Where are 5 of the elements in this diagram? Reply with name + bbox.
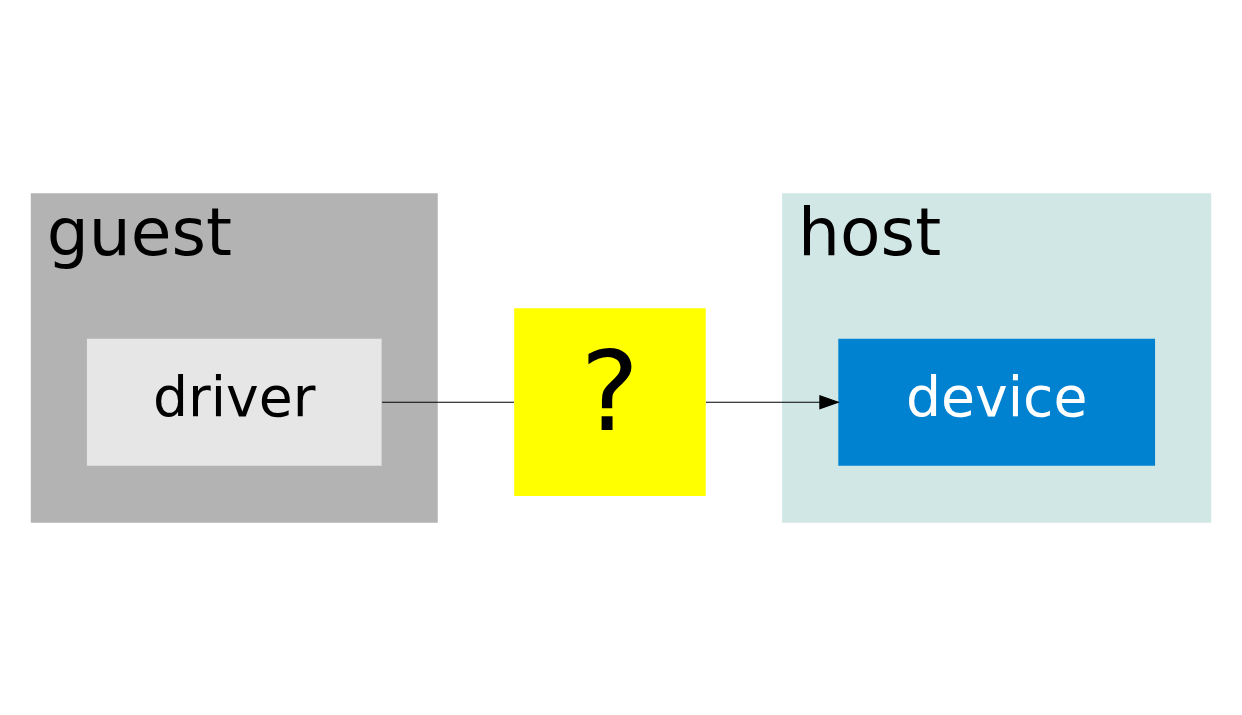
connector [381,401,515,403]
node-box: driver [86,338,382,466]
arrow [705,394,840,409]
node-box: device [838,338,1156,466]
node-box: ? [514,307,706,496]
